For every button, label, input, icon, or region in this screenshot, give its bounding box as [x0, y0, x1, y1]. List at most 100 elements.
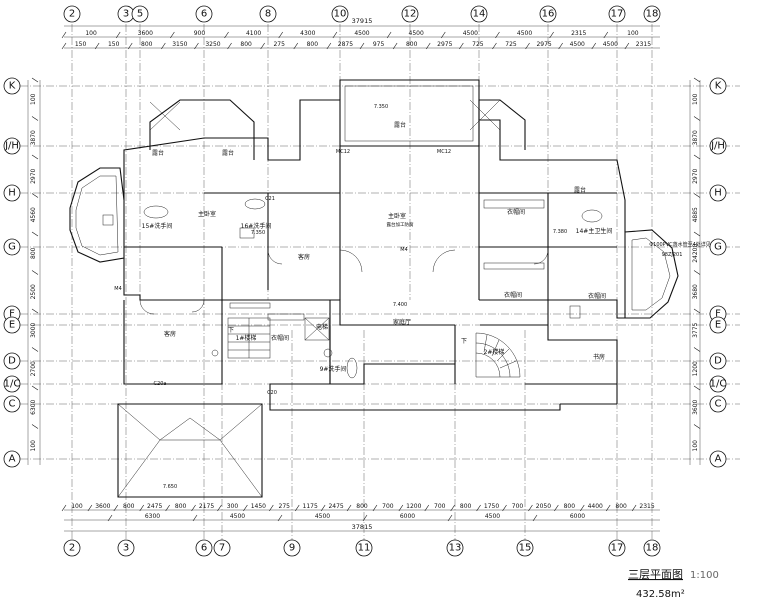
- bottom-dim-1-4: 800: [175, 503, 187, 510]
- grid-col-top-8: 8: [259, 5, 277, 23]
- grid-row-right-D: D: [709, 352, 727, 370]
- room-wardrobe-4: 衣帽间: [271, 334, 289, 342]
- svg-text:1/C: 1/C: [4, 379, 21, 390]
- svg-text:17: 17: [611, 9, 624, 20]
- room-wardrobe-2: 衣帽间: [504, 291, 522, 299]
- plan-annotations: 7.350 7.350 7.380 7.400 7.650 C20a C20 M…: [114, 104, 567, 490]
- room-stair-2: 2#楼梯: [484, 348, 505, 356]
- room-terrace-mid: 露台: [394, 121, 406, 129]
- svg-text:8: 8: [265, 9, 271, 20]
- bottom-dim-1-2: 800: [123, 503, 135, 510]
- top-dim-2-3: 3150: [172, 41, 187, 48]
- svg-text:A: A: [715, 454, 722, 465]
- bottom-dim-1-16: 1750: [484, 503, 499, 510]
- top-dim-1-5: 4500: [354, 30, 369, 37]
- stair-down-2: 下: [461, 338, 467, 345]
- top-dim-1-7: 4500: [463, 30, 478, 37]
- bottom-dim-1-0: 100: [71, 503, 83, 510]
- top-dim-2-5: 800: [240, 41, 252, 48]
- left-dim-4: 800: [30, 247, 37, 259]
- grid-row-right-K: K: [709, 77, 727, 95]
- svg-text:D: D: [8, 356, 16, 367]
- bottom-dim-2-2: 4500: [315, 513, 330, 520]
- elevation-mark-1: 7.350: [374, 104, 388, 110]
- top-dim-1-4: 4300: [300, 30, 315, 37]
- top-dim-2-9: 975: [373, 41, 385, 48]
- top-dim-2-15: 4500: [570, 41, 585, 48]
- svg-text:7: 7: [219, 543, 225, 554]
- bottom-dim-1-17: 700: [512, 503, 524, 510]
- room-guest-left: 客房: [164, 330, 176, 338]
- room-wardrobe-1: 衣帽间: [507, 208, 525, 216]
- grid-row-left-K: K: [3, 77, 21, 95]
- grid-col-top-2: 2: [63, 5, 81, 23]
- svg-text:H: H: [714, 188, 722, 199]
- floor-area: 432.58m²: [636, 589, 685, 600]
- top-dim-2-12: 725: [472, 41, 484, 48]
- bottom-dim-1-7: 1450: [251, 503, 266, 510]
- left-dim-5: 2500: [30, 284, 37, 299]
- grid-row-left-1-C: 1/C: [3, 375, 21, 393]
- grid-row-right-E: E: [709, 316, 727, 334]
- svg-text:K: K: [9, 81, 16, 92]
- top-dim-2-7: 800: [307, 41, 319, 48]
- svg-text:C: C: [9, 399, 16, 410]
- grid-col-top-17: 17: [608, 5, 626, 23]
- svg-text:17: 17: [611, 543, 624, 554]
- svg-text:18: 18: [646, 9, 659, 20]
- room-wash-9: 9#洗手间: [320, 365, 347, 373]
- svg-text:G: G: [714, 242, 722, 253]
- stair-down-1: 下: [228, 327, 234, 334]
- window-tag-1: C20a: [154, 381, 167, 387]
- grid-col-bottom-17: 17: [608, 539, 626, 557]
- window-tag-4: MC12: [437, 149, 451, 155]
- room-master-bed-left: 主卧室: [198, 210, 216, 218]
- right-dim-4: 24200: [692, 244, 699, 263]
- room-study: 书房: [593, 353, 605, 361]
- grid-row-right-A: A: [709, 450, 727, 468]
- right-dim-1: 3870: [692, 130, 699, 145]
- grid-row-left-D: D: [3, 352, 21, 370]
- bottom-dim-2-4: 4500: [485, 513, 500, 520]
- grid-row-left-C: C: [3, 395, 21, 413]
- right-dim-6: 3775: [692, 322, 699, 337]
- svg-text:E: E: [715, 320, 721, 331]
- svg-text:16: 16: [542, 9, 555, 20]
- grid-row-left-A: A: [3, 450, 21, 468]
- bottom-dim-2-1: 4500: [230, 513, 245, 520]
- grid-row-right-H: H: [709, 184, 727, 202]
- room-guest-mid: 客房: [298, 253, 310, 261]
- svg-text:3: 3: [123, 543, 129, 554]
- bottom-dim-1-18: 2050: [536, 503, 551, 510]
- top-dim-2-11: 2975: [437, 41, 452, 48]
- bottom-dim-2-0: 6300: [145, 513, 160, 520]
- left-dim-2: 2970: [30, 168, 37, 183]
- elevation-mark-5: 7.650: [163, 484, 177, 490]
- grid-row-right-J-H: J/H: [709, 137, 727, 155]
- bottom-dim-1-9: 1175: [303, 503, 318, 510]
- bottom-dim-1-20: 4400: [588, 503, 603, 510]
- grid-col-top-10: 10: [331, 5, 349, 23]
- svg-text:15: 15: [519, 543, 532, 554]
- window-tag-2: C20: [267, 390, 277, 396]
- right-dim-9: 100: [692, 440, 699, 452]
- left-dim-3: 4560: [30, 207, 37, 222]
- svg-text:3: 3: [123, 9, 129, 20]
- grid-col-top-6: 6: [195, 5, 213, 23]
- svg-text:6: 6: [201, 543, 207, 554]
- grid-col-bottom-3: 3: [117, 539, 135, 557]
- elevation-mark-2: 7.350: [251, 230, 265, 236]
- right-dim-3: 4885: [692, 207, 699, 222]
- top-dim-2-4: 3250: [205, 41, 220, 48]
- left-dim-8: 6300: [30, 399, 37, 414]
- room-labels: 露台 露台 露台 露台 主卧室 主卧室 15#洗手间 16#洗手间 14#主卫生…: [142, 121, 711, 373]
- top-dim-1-0: 100: [85, 30, 97, 37]
- elevation-mark-3: 7.380: [553, 229, 567, 235]
- top-dim-2-8: 2875: [338, 41, 353, 48]
- left-dim-9: 100: [30, 440, 37, 452]
- svg-text:J/H: J/H: [4, 141, 19, 152]
